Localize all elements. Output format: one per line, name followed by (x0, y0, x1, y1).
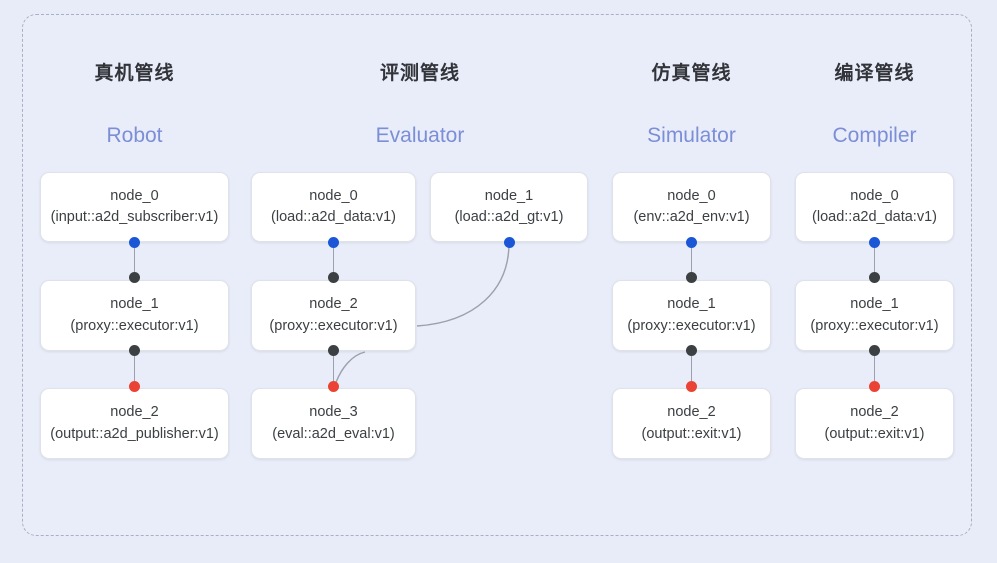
node-evaluator-node_2[interactable]: node_2 (proxy::executor:v1) (251, 280, 416, 351)
port-input-simulator-node_1[interactable] (686, 272, 697, 283)
node-type: (env::a2d_env:v1) (633, 209, 750, 225)
link-compiler-0-1 (874, 242, 876, 280)
column-title-en-simulator: Simulator (647, 124, 736, 147)
column-title-cn-robot: 真机管线 (94, 63, 175, 84)
node-id: node_1 (667, 296, 716, 313)
node-robot-node_1[interactable]: node_1 (proxy::executor:v1) (40, 280, 229, 351)
column-title-en-robot: Robot (106, 124, 163, 147)
port-output-evaluator-node_1[interactable] (504, 237, 515, 248)
port-input-compiler-node_2[interactable] (869, 381, 880, 392)
port-input-robot-node_2[interactable] (129, 381, 140, 392)
node-compiler-node_0[interactable]: node_0 (load::a2d_data:v1) (795, 172, 954, 242)
node-id: node_3 (309, 404, 358, 421)
node-id: node_2 (309, 296, 358, 313)
node-simulator-node_2[interactable]: node_2 (output::exit:v1) (612, 388, 771, 459)
pipeline-column-robot: 真机管线 Robot (40, 0, 229, 563)
port-output-robot-node_1[interactable] (129, 345, 140, 356)
node-type: (proxy::executor:v1) (627, 317, 756, 334)
pipeline-column-evaluator: 评测管线 Evaluator (251, 0, 589, 563)
node-evaluator-node_1[interactable]: node_1 (load::a2d_gt:v1) (430, 172, 588, 242)
node-id: node_1 (850, 296, 899, 313)
node-compiler-node_1[interactable]: node_1 (proxy::executor:v1) (795, 280, 954, 351)
pipeline-column-simulator: 仿真管线 Simulator (612, 0, 771, 563)
node-type: (proxy::executor:v1) (70, 317, 199, 334)
port-output-robot-node_0[interactable] (129, 237, 140, 248)
port-input-robot-node_1[interactable] (129, 272, 140, 283)
node-type: (proxy::executor:v1) (810, 317, 939, 334)
port-output-evaluator-node_2[interactable] (328, 345, 339, 356)
node-id: node_1 (110, 296, 159, 313)
node-type: (load::a2d_data:v1) (812, 209, 937, 225)
node-type: (proxy::executor:v1) (269, 317, 398, 334)
link-robot-1-2 (134, 351, 136, 388)
link-evaluator-2-3 (333, 351, 335, 388)
port-input-simulator-node_2[interactable] (686, 381, 697, 392)
link-simulator-1-2 (691, 351, 693, 388)
port-output-simulator-node_0[interactable] (686, 237, 697, 248)
node-type: (output::exit:v1) (824, 425, 925, 442)
node-evaluator-node_0[interactable]: node_0 (load::a2d_data:v1) (251, 172, 416, 242)
column-title-cn-compiler: 编译管线 (834, 63, 915, 84)
node-id: node_2 (110, 404, 159, 421)
node-evaluator-node_3[interactable]: node_3 (eval::a2d_eval:v1) (251, 388, 416, 459)
column-title-cn-evaluator: 评测管线 (379, 63, 460, 84)
node-robot-node_0[interactable]: node_0 (input::a2d_subscriber:v1) (40, 172, 229, 242)
node-type: (input::a2d_subscriber:v1) (50, 209, 219, 225)
pipeline-column-compiler: 编译管线 Compiler (795, 0, 954, 563)
node-simulator-node_0[interactable]: node_0 (env::a2d_env:v1) (612, 172, 771, 242)
column-title-en-evaluator: Evaluator (375, 124, 465, 147)
node-id: node_2 (667, 404, 716, 421)
node-id: node_0 (667, 187, 716, 204)
port-input-evaluator-node_2[interactable] (328, 272, 339, 283)
node-type: (load::a2d_gt:v1) (454, 209, 564, 225)
node-id: node_0 (309, 187, 358, 204)
node-type: (eval::a2d_eval:v1) (272, 425, 395, 442)
column-title-cn-simulator: 仿真管线 (651, 63, 732, 84)
column-title-en-compiler: Compiler (832, 124, 917, 147)
node-type: (load::a2d_data:v1) (271, 209, 396, 225)
port-output-compiler-node_0[interactable] (869, 237, 880, 248)
node-compiler-node_2[interactable]: node_2 (output::exit:v1) (795, 388, 954, 459)
node-simulator-node_1[interactable]: node_1 (proxy::executor:v1) (612, 280, 771, 351)
port-input-evaluator-node_3[interactable] (328, 381, 339, 392)
node-type: (output::exit:v1) (641, 425, 742, 442)
port-output-compiler-node_1[interactable] (869, 345, 880, 356)
port-output-evaluator-node_0[interactable] (328, 237, 339, 248)
port-input-compiler-node_1[interactable] (869, 272, 880, 283)
node-robot-node_2[interactable]: node_2 (output::a2d_publisher:v1) (40, 388, 229, 459)
link-evaluator-0-2 (333, 242, 335, 280)
link-compiler-1-2 (874, 351, 876, 388)
port-output-simulator-node_1[interactable] (686, 345, 697, 356)
node-type: (output::a2d_publisher:v1) (50, 425, 219, 442)
link-robot-0-1 (134, 242, 136, 280)
node-id: node_0 (850, 187, 899, 204)
node-id: node_2 (850, 404, 899, 421)
node-id: node_1 (484, 187, 534, 204)
node-id: node_0 (110, 187, 159, 204)
link-simulator-0-1 (691, 242, 693, 280)
